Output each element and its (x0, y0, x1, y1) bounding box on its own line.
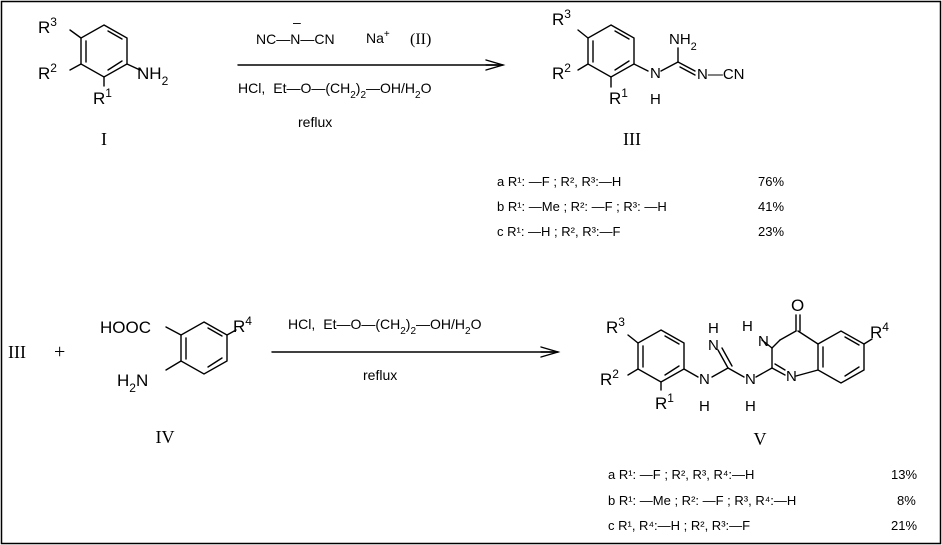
compound-I-amine: NH2 (137, 64, 169, 88)
compound-V-label: V (754, 429, 767, 449)
yield2-a-text: a R¹: —F ; R², R³, R⁴:—H (608, 467, 754, 482)
reagent-cation: Na+ (366, 29, 390, 46)
compound-IV-structure (165, 321, 237, 375)
compound-V-r4: R4 (870, 320, 889, 342)
compound-III-h: H (650, 91, 661, 108)
compound-III-n: N (650, 65, 661, 82)
compound-I-r1: R1 (93, 86, 112, 108)
compound-I-label: I (101, 129, 107, 149)
yield2-b-value: 8% (897, 493, 916, 508)
compound-V-oxygen: O (791, 296, 804, 315)
compound-V-r2: R2 (600, 367, 619, 389)
reagent-anion-mark: – (293, 14, 301, 30)
reagent-dicyanamide: NC—N—CN (256, 31, 335, 47)
reaction1-reflux: reflux (298, 114, 332, 130)
compound-V-n2: N (745, 371, 756, 388)
yield1-a-text: a R¹: —F ; R², R³:—H (497, 174, 621, 189)
compound-IV-amine: H2N (117, 371, 148, 395)
compound-V-r1: R1 (655, 391, 674, 413)
compound-III-nh2: NH2 (669, 31, 697, 53)
compound-V-n3: N (758, 333, 769, 350)
yield1-c-text: c R¹: —H ; R², R³:—F (497, 224, 621, 239)
compound-III-r1: R1 (609, 86, 628, 108)
compound-V-n4: N (786, 368, 797, 385)
compound-I-r2: R2 (38, 61, 57, 83)
yield2-c-text: c R¹, R⁴:—H ; R², R³:—F (608, 518, 750, 533)
compound-III-structure (577, 24, 696, 88)
compound-V-r3: R3 (606, 315, 625, 337)
yield1-a-value: 76% (758, 174, 784, 189)
compound-V-structure (627, 314, 873, 391)
reactant-III: III (8, 342, 26, 362)
compound-III-r3: R3 (552, 7, 571, 29)
compound-I-structure (69, 24, 141, 87)
yield1-b-value: 41% (758, 199, 784, 214)
compound-V-h2: H (745, 398, 756, 415)
compound-III-r2: R2 (552, 61, 571, 83)
compound-V-n1: N (699, 371, 710, 388)
compound-III-cyano: N—CN (697, 66, 745, 83)
compound-I-r3: R3 (38, 15, 57, 37)
yield2-a-value: 13% (891, 467, 917, 482)
compound-IV-label: IV (156, 427, 175, 447)
yield2-c-value: 21% (891, 518, 917, 533)
yield2-b-text: b R¹: —Me ; R²: —F ; R³, R⁴:—H (608, 493, 796, 508)
reaction2-reflux: reflux (363, 367, 397, 383)
yield1-b-text: b R¹: —Me ; R²: —F ; R³: —H (497, 199, 667, 214)
compound-V-n-imine: N (708, 337, 719, 354)
plus-sign: + (54, 341, 65, 363)
reagent-II-label: (II) (410, 31, 431, 48)
compound-V-h-imine: H (708, 320, 719, 337)
compound-III-label: III (623, 129, 641, 149)
compound-V-h3: H (742, 318, 753, 335)
compound-V-h1: H (699, 398, 710, 415)
yield1-c-value: 23% (758, 224, 784, 239)
reaction1-conditions: HCl,Et—O—(CH2)2—OH/H2O (238, 80, 432, 101)
reaction2-conditions: HCl,Et—O—(CH2)2—OH/H2O (288, 316, 482, 337)
compound-IV-r4: R4 (233, 314, 252, 336)
compound-IV-acid: HOOC (100, 318, 151, 337)
